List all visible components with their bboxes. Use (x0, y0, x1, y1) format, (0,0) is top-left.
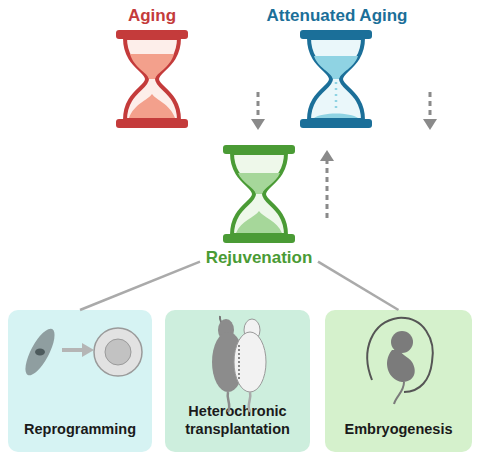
old-mouse-body (212, 332, 244, 392)
time-arrow (251, 92, 265, 130)
stem-cell (94, 328, 142, 376)
young-mouse-body (234, 332, 266, 392)
hourglass-bar (223, 145, 295, 154)
transform-arrow (62, 348, 84, 352)
dashed-shaft (326, 160, 329, 218)
arrow-head (423, 119, 437, 130)
hourglass-sand (314, 56, 358, 79)
hourglass-bar (300, 30, 372, 39)
method-label: Heterochronic transplantation (171, 403, 304, 438)
womb-outline (367, 318, 432, 392)
old-mouse-head (218, 319, 234, 341)
mouse-tail (249, 392, 251, 412)
time-arrow (320, 150, 334, 218)
attenuated-aging-node: Attenuated Aging (262, 6, 412, 130)
hourglass-sand (314, 114, 358, 119)
method-box: Heterochronic transplantation (165, 310, 310, 452)
stage-title: Rejuvenation (206, 248, 313, 268)
dashed-shaft (257, 92, 260, 120)
young-mouse-head (244, 319, 260, 341)
embryo-head (391, 331, 413, 353)
method-box: Embryogenesis (325, 310, 472, 452)
embryo-illustration (367, 318, 432, 404)
method-box: Reprogramming (8, 310, 152, 452)
hourglass-sand (238, 173, 280, 194)
hourglass-glass (232, 153, 286, 235)
arrow-head (320, 150, 334, 161)
time-arrow (423, 92, 437, 130)
rejuvenation-hourglass (223, 145, 295, 243)
reprogramming-illustration (20, 325, 142, 379)
parabiosis-illustration (212, 316, 266, 412)
method-label: Embryogenesis (345, 421, 453, 438)
connector-line (80, 262, 200, 310)
hourglass-bar (223, 234, 295, 243)
umbilical-cord (394, 382, 404, 404)
hourglass-sand (129, 94, 175, 118)
aging-hourglass (116, 30, 188, 128)
somatic-cell (20, 325, 60, 379)
mouse-ear (220, 316, 224, 330)
cell-nucleus (105, 339, 131, 365)
hourglass-bar (116, 119, 188, 128)
rejuvenation-node: Rejuvenation (200, 140, 318, 268)
stage-title: Attenuated Aging (266, 6, 407, 26)
aging-node: Aging (98, 6, 206, 130)
hourglass-glass (309, 38, 363, 120)
hourglass-bar (300, 119, 372, 128)
cell-nucleus (35, 349, 45, 356)
hourglass-sand (236, 211, 282, 233)
attenuated-hourglass (300, 30, 372, 128)
hourglass-glass (125, 38, 179, 120)
suture-line (238, 345, 240, 380)
connector-line (318, 262, 399, 310)
hourglass-bar (116, 30, 188, 39)
stage-title: Aging (128, 6, 176, 26)
arrow-head (82, 343, 94, 357)
embryo-body (387, 350, 415, 382)
arrow-head (251, 119, 265, 130)
method-label: Reprogramming (24, 421, 136, 438)
mouse-tail (228, 392, 230, 412)
dashed-shaft (429, 92, 432, 120)
hourglass-sand (130, 54, 174, 79)
sand-stream (335, 82, 338, 110)
